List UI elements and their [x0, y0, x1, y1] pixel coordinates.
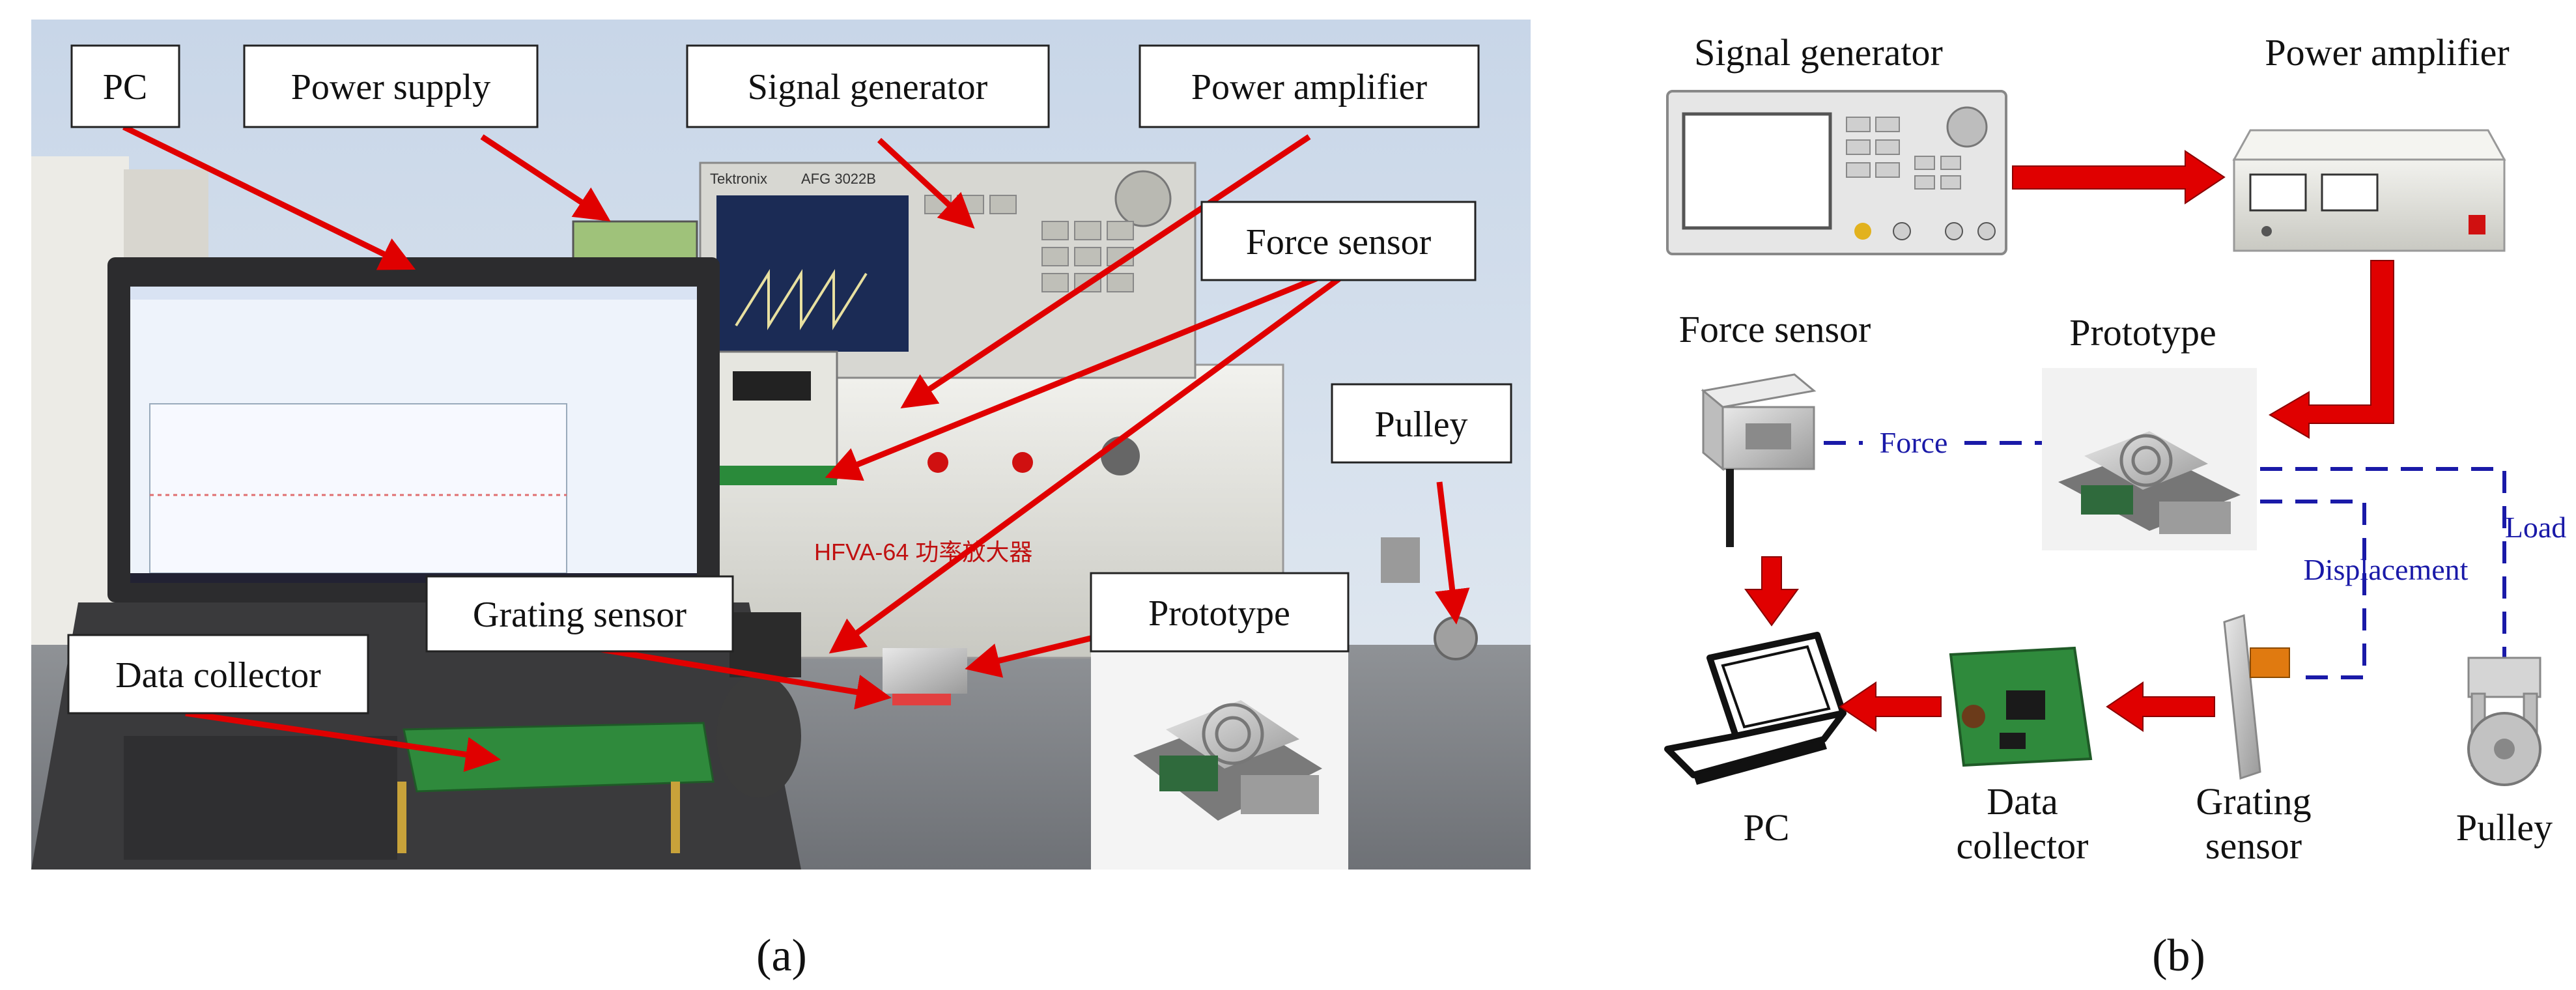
label-data-collector-line1: Data — [1987, 780, 2058, 823]
prototype-on-table — [883, 648, 967, 705]
link-load — [2260, 467, 2506, 658]
amplifier-model-text: HFVA-64 功率放大器 — [814, 539, 1032, 565]
arrow-pc — [122, 124, 416, 270]
arrow-power-amplifier — [900, 134, 1311, 408]
label-load: Load — [2505, 511, 2567, 544]
schematic-data-collector-board — [1949, 646, 2093, 767]
arrow-force-sensor-load-cell — [828, 274, 1344, 654]
svg-text:Power supply: Power supply — [291, 67, 490, 107]
svg-text:Power amplifier: Power amplifier — [1191, 67, 1428, 107]
svg-text:AFG 3022B: AFG 3022B — [801, 171, 876, 187]
svg-text:Pulley: Pulley — [1374, 404, 1467, 445]
arrow-force-sensor-display — [825, 270, 1330, 481]
schematic-signal-generator — [1666, 90, 2007, 255]
arrow-power-supply — [480, 134, 611, 221]
panel-a-photo: HFVA-64 功率放大器 Tektronix AFG 3022B — [31, 20, 1531, 870]
schematic-power-amplifier — [2232, 129, 2506, 252]
pulley-on-table — [1381, 537, 1478, 660]
svg-text:PC: PC — [103, 67, 148, 107]
arrow-force-to-pc — [1744, 556, 1799, 627]
svg-text:Signal generator: Signal generator — [748, 67, 988, 107]
callout-pc: PC — [70, 44, 180, 128]
force-sensor-display — [715, 350, 838, 485]
signal-generator-device: Tektronix AFG 3022B — [699, 162, 1196, 379]
label-data-collector-line2: collector — [1957, 825, 2089, 867]
arrow-amp-to-prototype — [2269, 260, 2394, 439]
callout-data-collector: Data collector — [67, 634, 369, 714]
panel-b-caption: (b) — [2152, 931, 2205, 981]
arrow-sg-to-amp — [2012, 150, 2226, 205]
callout-grating-sensor: Grating sensor — [425, 575, 734, 653]
schematic-grating-sensor — [2223, 614, 2290, 780]
schematic-pc-laptop-icon — [1664, 632, 1847, 785]
arrow-grating-to-collector — [2106, 681, 2215, 732]
label-pc: PC — [1744, 806, 1790, 849]
panel-b-red-arrows — [1744, 150, 2394, 732]
callout-power-amplifier: Power amplifier — [1139, 44, 1480, 128]
arrow-data-collector — [185, 710, 501, 772]
callout-signal-generator: Signal generator — [686, 44, 1050, 128]
panel-a-caption: (a) — [756, 931, 807, 981]
label-signal-generator: Signal generator — [1694, 31, 1943, 74]
link-displacement — [2260, 500, 2366, 679]
schematic-force-sensor — [1701, 373, 1817, 547]
label-pulley: Pulley — [2456, 806, 2553, 849]
panel-b-link-labels: Force Load Displacement — [1863, 422, 2566, 586]
label-prototype: Prototype — [2069, 311, 2216, 354]
svg-text:Prototype: Prototype — [1148, 593, 1290, 634]
label-grating-sensor-line2: sensor — [2205, 825, 2302, 867]
svg-text:Data collector: Data collector — [115, 655, 321, 696]
arrow-collector-to-pc — [1839, 681, 1942, 732]
callout-prototype: Prototype — [1090, 572, 1350, 653]
arrow-prototype — [965, 632, 1105, 678]
prototype-inset-photo — [1091, 629, 1348, 870]
callout-force-sensor: Force sensor — [1200, 201, 1477, 281]
callout-pulley: Pulley — [1331, 383, 1512, 464]
label-power-amplifier: Power amplifier — [2265, 31, 2509, 74]
callout-power-supply: Power supply — [243, 44, 539, 128]
label-grating-sensor-line1: Grating — [2196, 780, 2311, 823]
arrow-pulley — [1434, 481, 1470, 625]
svg-text:Force sensor: Force sensor — [1246, 222, 1432, 262]
label-force-sensor: Force sensor — [1679, 308, 1871, 350]
arrow-signal-generator — [877, 137, 975, 229]
svg-text:Tektronix: Tektronix — [710, 171, 767, 187]
svg-text:Grating sensor: Grating sensor — [473, 595, 687, 635]
schematic-pulley — [2467, 657, 2541, 786]
schematic-prototype — [2042, 368, 2257, 550]
label-force: Force — [1880, 426, 1948, 459]
label-displacement: Displacement — [2304, 553, 2469, 586]
